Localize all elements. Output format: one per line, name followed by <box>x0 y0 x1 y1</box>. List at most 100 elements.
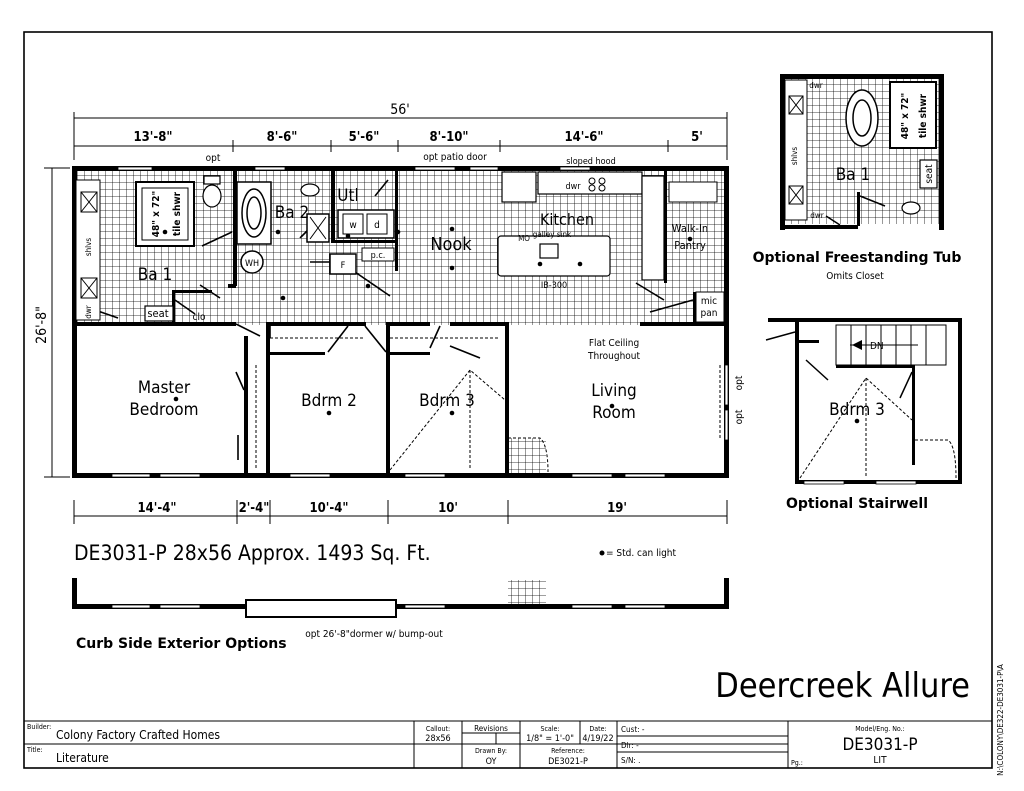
shelves-label: shlvs <box>84 238 93 257</box>
room-utility: Utl <box>337 186 358 206</box>
drawn-by-label: Drawn By: <box>475 747 507 755</box>
sloped-hood-note: sloped hood <box>566 157 615 167</box>
seat-label: seat <box>147 307 168 320</box>
down-arrow-icon <box>852 340 862 350</box>
ba1-sinks <box>80 191 98 299</box>
room-walk-in: Walk-In <box>672 222 708 235</box>
model-label: Model/Eng. No.: <box>855 725 905 733</box>
dlr-field: Dlr: - <box>621 741 639 750</box>
freestanding-tub-title: Optional Freestanding Tub <box>753 250 962 266</box>
galley-sink-label: galley sink <box>533 230 572 239</box>
stair-door-swings <box>765 331 913 399</box>
washer-label: w <box>349 220 356 231</box>
dim-top-2: 8'-6" <box>267 130 298 145</box>
kitchen-dwr-label: dwr <box>565 182 581 192</box>
scale-label: Scale: <box>540 725 559 733</box>
side-file-code: N:\COLONY\DE322-DE3031-P\A <box>996 664 1005 776</box>
freestanding-walls <box>780 74 944 230</box>
closet-lines <box>255 337 721 473</box>
callout-value: 28x56 <box>425 734 450 744</box>
room-bdrm2: Bdrm 2 <box>301 391 357 411</box>
title-block <box>24 720 992 768</box>
opt-window-2: opt <box>734 409 745 424</box>
room-bdrm3: Bdrm 3 <box>419 391 475 411</box>
stairwell-title: Optional Stairwell <box>786 496 928 512</box>
plan-headline: DE3031-P 28x56 Approx. 1493 Sq. Ft. <box>74 541 431 565</box>
curb-side-options-title: Curb Side Exterior Options <box>76 636 287 652</box>
ba2-tub <box>236 181 272 245</box>
ft-seat-box <box>919 159 938 189</box>
room-pantry: Pantry <box>674 239 706 252</box>
sheet-border <box>23 31 993 769</box>
callout-label: Callout: <box>426 725 450 733</box>
sn-field: S/N: . <box>621 756 640 765</box>
shower-type-label: tile shwr <box>172 191 183 236</box>
mic-pan-cabinet <box>695 291 725 323</box>
closet-label: clo <box>193 312 206 323</box>
room-living-1: Living <box>591 381 636 401</box>
ft-dwr-label-bottom: dwr <box>810 211 823 220</box>
dim-bottom-2: 2'-4" <box>239 501 270 516</box>
windows <box>111 166 729 478</box>
dormer-note: opt 26'-8"dormer w/ bump-out <box>305 629 443 640</box>
builder-value: Colony Factory Crafted Homes <box>56 728 220 742</box>
dim-top-6: 5' <box>691 130 703 145</box>
builder-label: Builder: <box>27 723 51 731</box>
ft-sinks <box>788 95 804 205</box>
can-light-legend-icon <box>599 550 605 556</box>
stair-closet-lines <box>799 377 957 479</box>
ib-300-label: IB-300 <box>541 281 567 291</box>
water-heater <box>240 250 264 274</box>
dim-top-4: 8'-10" <box>430 130 469 145</box>
drawn-by-value: OY <box>486 757 497 767</box>
mo-label: MO <box>518 234 530 243</box>
room-ba1: Ba 1 <box>138 265 172 285</box>
room-ba2: Ba 2 <box>275 203 309 223</box>
bottom-dimensions <box>73 500 728 524</box>
ft-seat-label: seat <box>924 164 935 184</box>
dim-bottom-3: 10'-4" <box>310 501 349 516</box>
dryer-label: d <box>374 220 380 231</box>
curb-side-wall <box>72 578 729 609</box>
brand-name: Deercreek Allure <box>715 666 970 706</box>
date-value: 4/19/22 <box>582 734 613 744</box>
mic-label: mic <box>701 296 717 307</box>
model-value: DE3031-P <box>842 735 917 755</box>
dim-top-1: 13'-8" <box>134 130 173 145</box>
freestanding-tub <box>845 89 879 147</box>
ft-dwr-label-top: dwr <box>809 81 822 90</box>
can-light-legend: = Std. can light <box>606 548 676 559</box>
stair-dn-label: DN <box>870 341 884 352</box>
omits-closet-note: Omits Closet <box>826 271 884 282</box>
ft-shower-type: tile shwr <box>918 93 929 138</box>
ft-toilet <box>901 201 921 215</box>
reference-value: DE3021-P <box>548 757 588 767</box>
ba1-drawer-label: dwr <box>84 305 93 318</box>
pantry-closet <box>361 247 395 262</box>
ft-shower <box>889 81 937 149</box>
stair-room-bdrm3: Bdrm 3 <box>829 400 885 420</box>
ft-room-ba1: Ba 1 <box>836 165 870 185</box>
shower-size-label: 48" x 72" <box>151 191 162 237</box>
water-heater-label: WH <box>245 259 259 269</box>
opt-patio-door-note: opt patio door <box>423 152 487 163</box>
range-burners <box>588 177 606 192</box>
entry-tile <box>508 438 546 474</box>
pg-label: Pg.: <box>791 759 803 767</box>
room-master-2: Bedroom <box>129 400 198 420</box>
title-label: Title: <box>26 746 43 754</box>
overall-width-dim: 56' <box>390 102 409 118</box>
opt-window-1: opt <box>734 375 745 390</box>
ft-shower-size: 48" x 72" <box>900 93 911 139</box>
seat-box <box>144 305 174 322</box>
pc-label: p.c. <box>371 251 386 261</box>
reference-label: Reference: <box>551 747 585 755</box>
depth-dim-label: 26'-8" <box>34 306 50 344</box>
room-nook: Nook <box>430 234 472 255</box>
can-lights <box>162 226 693 416</box>
room-kitchen: Kitchen <box>540 210 594 229</box>
pan-label: pan <box>701 308 718 319</box>
opt-note-top: opt <box>206 153 221 164</box>
depth-dimension <box>44 167 70 478</box>
